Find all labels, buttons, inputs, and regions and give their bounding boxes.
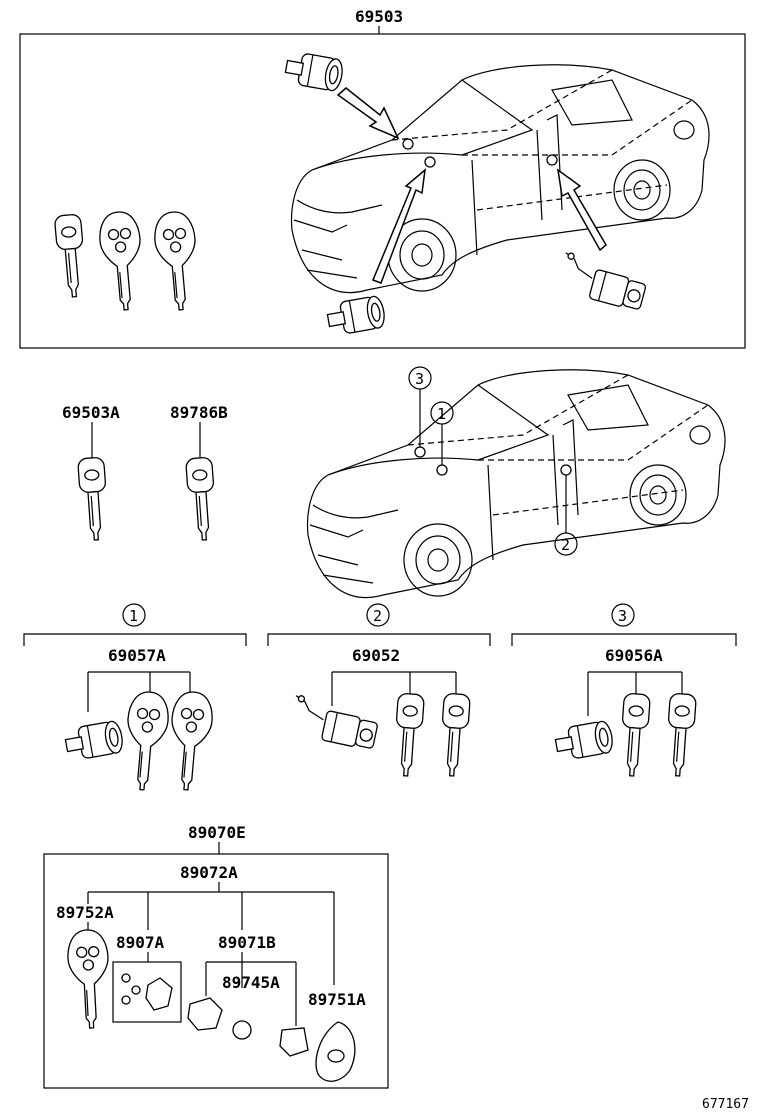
key-remote [121,689,172,793]
cover-part-number: 89751A [308,990,366,1009]
group-part-number: 69056A [605,646,663,665]
key-plain [618,692,652,778]
key-remote [151,209,202,313]
lock-cylinder [283,50,346,93]
key-remote [96,209,147,313]
kit-frame [43,853,389,1089]
location-marker-3: 3 [415,370,424,388]
kit-part-number: 89070E [188,823,246,842]
key-remote [165,689,216,793]
group-part-number: 69057A [108,646,166,665]
location-marker-1: 1 [437,405,446,423]
transmitter-board [187,997,223,1031]
battery-part-number: 89745A [222,973,280,992]
diagram-id: 677167 [702,1097,749,1112]
key-plain [664,692,698,778]
key-transmitter-part-number: 89752A [56,903,114,922]
vehicle-outline [306,369,726,599]
door-lock-cylinder [287,693,381,752]
key-part-number: 89786B [170,403,228,422]
group-marker-3: 3 [618,607,627,625]
lock-cylinder [63,719,126,762]
lock-cylinder [553,719,616,762]
subassembly-part-number: 89072A [180,863,238,882]
arrow [556,168,607,252]
lock-cylinder [325,294,388,337]
battery [232,1020,252,1040]
case-set-part-number: 8907A [116,933,165,952]
cover-clip [279,1027,309,1057]
key-remote [65,928,113,1030]
arrow [336,87,400,140]
assembly-frame [19,33,746,349]
assembly-part-number: 69503 [355,7,403,26]
location-marker-2: 2 [561,536,570,554]
case-set-box [112,961,182,1023]
door-lock-cylinder [555,251,650,313]
group-part-number: 69052 [352,646,400,665]
key-plain [53,213,89,299]
board-part-number: 89071B [218,933,276,952]
group-marker-2: 2 [373,607,382,625]
key-plain [184,456,218,542]
key-plain [76,456,110,542]
key-plain [438,692,472,778]
group-marker-1: 1 [129,607,138,625]
key-part-number: 69503A [62,403,120,422]
arrow [372,168,426,284]
key-plain [392,692,426,778]
